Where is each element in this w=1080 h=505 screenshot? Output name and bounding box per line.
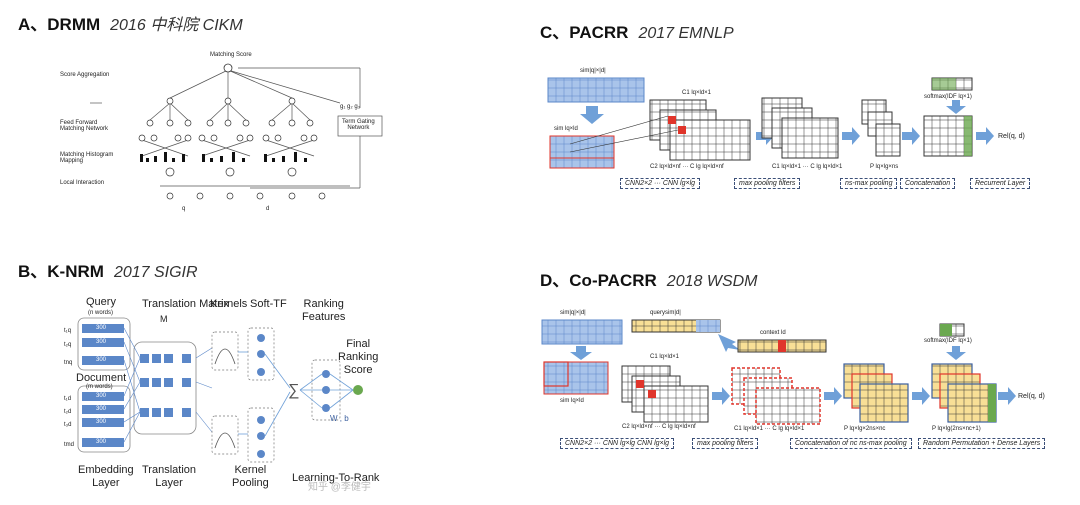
drmm-matching-score-label: Matching Score: [210, 52, 252, 58]
knrm-matrix-symbol: M: [160, 314, 168, 324]
section-title-b: B、K-NRM 2017 SIGIR: [18, 257, 198, 282]
section-title-d: D、Co-PACRR 2018 WSDM: [540, 266, 758, 291]
section-letter: C、PACRR: [540, 23, 629, 42]
section-title-c: C、PACRR 2017 EMNLP: [540, 18, 734, 43]
pacrr-sim-label: sim|q|×|d|: [580, 68, 606, 74]
svg-text:t₂q: t₂q: [64, 342, 71, 348]
drmm-term-gating-label: Term Gating Network: [342, 119, 375, 131]
pacrr-network-svg: [547, 77, 994, 169]
knrm-diagram: ∑ t₁q t₂q tnq t₁d t₂d t₃d tmd 300 300 300 300…: [60, 292, 450, 497]
pacrr-box-nsmax: ns-max pooling: [840, 178, 898, 189]
svg-text:tmd: tmd: [64, 442, 74, 448]
copacrr-querysim-label: querysim|d|: [650, 310, 681, 316]
pacrr-box-recurrent: Recurrent Layer: [970, 178, 1031, 189]
copacrr-p1-label: P lq×lg×2ns×nc: [844, 426, 886, 432]
svg-text:t₁q: t₁q: [64, 328, 71, 334]
copacrr-sim-label: sim|q|×|d|: [560, 310, 586, 316]
svg-text:t₁d: t₁d: [64, 396, 71, 402]
copacrr-box-permutation: Random Permutation + Dense Layers: [918, 438, 1046, 449]
knrm-translation-matrix-label: Translation Matrix: [142, 298, 230, 310]
copacrr-network-svg: [541, 319, 1016, 425]
cell-label: 300: [96, 339, 107, 345]
section-letter: D、Co-PACRR: [540, 271, 657, 290]
drmm-d-label: d: [266, 206, 270, 212]
drmm-feed-forward-label: Feed Forward Matching Network: [60, 120, 109, 132]
cell-label: 300: [96, 357, 107, 363]
knrm-document-label: Document: [76, 372, 127, 384]
cell-label: 300: [96, 393, 107, 399]
copacrr-c3-label: C1 lq×ld×1 ··· C lg lq×ld×1: [734, 426, 805, 432]
copacrr-c1-label: C1 lq×ld×1: [650, 354, 680, 360]
knrm-sum-symbol: ∑: [288, 382, 299, 399]
section-venue: 2017 EMNLP: [638, 25, 734, 42]
copacrr-softmax-label: softmax(IDF lq×1): [924, 338, 972, 344]
pacrr-rel-label: Rel(q, d): [998, 133, 1025, 140]
knrm-query-sub: (n words): [88, 310, 114, 316]
copacrr-c2-label: C2 lq×ld×nf ··· C lg lq×ld×nf: [622, 424, 696, 430]
drmm-q-label: q: [182, 206, 186, 212]
knrm-network-svg: ∑ t₁q t₂q tnq t₁d t₂d t₃d tmd: [64, 317, 363, 463]
pacrr-box-cnn: CNN2×2 ··· CNN lg×lg: [620, 178, 701, 189]
watermark: 知乎 @李健宇: [308, 482, 371, 493]
knrm-wb-label: W , b: [330, 414, 349, 423]
copacrr-diagram: sim|q|×|d| querysim|d| context ld sim lq…: [540, 310, 1060, 460]
pacrr-c2-label: C2 lq×ld×nf ··· C lg lq×ld×nf: [650, 164, 724, 170]
knrm-soft-tf-label: Soft-TF: [250, 298, 287, 310]
pacrr-c3-label: C1 lq×ld×1 ··· C lg lq×ld×1: [772, 164, 843, 170]
knrm-kernel-pooling-label: Kernel Pooling: [232, 464, 269, 489]
knrm-embedding-layer-label: Embedding Layer: [78, 464, 134, 489]
gating-symbols: g₁ g₂ g₃: [340, 104, 361, 110]
copacrr-context-label: context ld: [760, 330, 786, 336]
svg-text:t₂d: t₂d: [64, 409, 71, 415]
copacrr-p2-label: P lq×lg(2ns×nc+1): [932, 426, 981, 432]
drmm-local-interaction-label: Local Interaction: [60, 180, 105, 186]
copacrr-sim2-label: sim lq×ld: [560, 398, 584, 404]
section-title-a: A、DRMM 2016 中科院 CIKM: [18, 10, 243, 35]
copacrr-rel-label: Rel(q, d): [1018, 393, 1045, 400]
copacrr-box-maxpool: max pooling filters: [692, 438, 759, 449]
drmm-diagram: g₁ g₂ g₃ Matching Score Score Aggregatio…: [60, 48, 400, 218]
svg-text:tnq: tnq: [64, 360, 72, 366]
cell-label: 300: [96, 325, 107, 331]
pacrr-box-concat: Concatenation: [900, 178, 956, 189]
pacrr-softmax-label: softmax(IDF lq×1): [924, 94, 972, 100]
pacrr-diagram: sim|q|×|d| sim lq×ld C1 lq×ld×1 C2 lq×ld…: [540, 64, 1060, 204]
cell-label: 300: [96, 439, 107, 445]
cell-label: 300: [96, 419, 107, 425]
knrm-learning-to-rank-label: Learning-To-Rank: [292, 472, 380, 484]
section-venue: 2018 WSDM: [666, 273, 758, 290]
pacrr-box-maxpool: max pooling filters: [734, 178, 801, 189]
cell-label: 300: [96, 406, 107, 412]
copacrr-box-cnn: CNN2×2 ··· CNN lg×lg CNN lg×lg: [560, 438, 675, 449]
drmm-histogram-label: Matching Histogram Mapping: [60, 152, 114, 164]
copacrr-box-concat: Concatenation of nc ns-max pooling: [790, 438, 912, 449]
drmm-network-svg: g₁ g₂ g₃: [90, 63, 383, 200]
knrm-translation-layer-label: Translation Layer: [142, 464, 197, 489]
drmm-score-aggregation-label: Score Aggregation: [60, 72, 110, 78]
section-letter: A、DRMM: [18, 15, 101, 34]
pacrr-sim2-label: sim lq×ld: [554, 126, 578, 132]
knrm-ranking-features-label: Ranking Features: [302, 298, 346, 323]
section-venue: 2017 SIGIR: [113, 264, 198, 281]
section-venue: 2016 中科院 CIKM: [110, 17, 243, 34]
knrm-kernels-label: Kernels: [210, 298, 248, 310]
section-letter: B、K-NRM: [18, 262, 104, 281]
knrm-doc-sub: (m words): [86, 384, 113, 390]
svg-text:t₃d: t₃d: [64, 422, 71, 428]
pacrr-p-label: P lq×lg×ns: [870, 164, 899, 170]
knrm-query-label: Query: [86, 296, 116, 308]
pacrr-c1-label: C1 lq×ld×1: [682, 90, 712, 96]
knrm-final-score-label: Final Ranking Score: [338, 338, 379, 376]
